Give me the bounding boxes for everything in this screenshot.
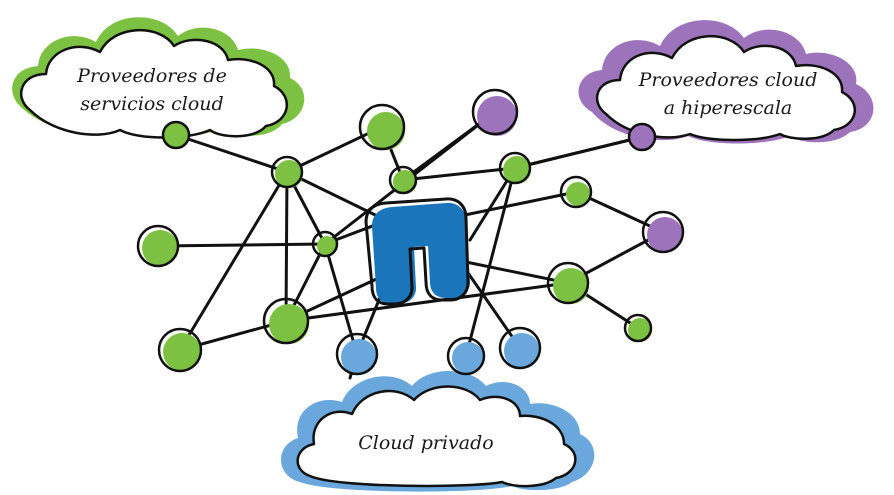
node-green xyxy=(498,151,532,185)
node-green-cloud-connector xyxy=(161,120,191,150)
node-green xyxy=(358,103,406,151)
nextcloud-n-logo-icon xyxy=(364,197,470,306)
network-nodes xyxy=(136,88,685,376)
node-blue xyxy=(498,326,542,370)
cloud-private: Cloud privado xyxy=(280,371,595,492)
node-green xyxy=(270,155,304,189)
node-green xyxy=(136,224,180,268)
node-purple-cloud-connector xyxy=(627,122,657,152)
cloud-private-label: Cloud privado xyxy=(358,432,493,454)
cloud-hyperscale-label-line2: a hiperescala xyxy=(664,97,793,119)
cloud-hyperscale-body xyxy=(595,34,857,142)
node-blue xyxy=(335,332,379,376)
node-blue xyxy=(446,336,486,376)
cloud-private-body xyxy=(296,385,577,488)
node-green xyxy=(262,297,310,345)
node-purple xyxy=(471,88,519,136)
cloud-service-providers: Proveedores de servicios cloud xyxy=(12,17,305,139)
node-green xyxy=(157,327,203,373)
cloud-service-providers-body xyxy=(20,28,289,139)
node-green xyxy=(623,313,653,343)
hub-logo xyxy=(364,197,470,306)
node-purple xyxy=(641,210,685,254)
cloud-hyperscale: Proveedores cloud a hiperescala xyxy=(578,20,874,144)
cloud-hyperscale-label-line1: Proveedores cloud xyxy=(638,69,818,91)
node-green xyxy=(559,175,593,209)
cloud-service-providers-label-line1: Proveedores de xyxy=(76,65,227,87)
node-green xyxy=(311,230,339,258)
node-green xyxy=(546,261,590,305)
node-green xyxy=(388,165,418,195)
cloud-service-providers-label-line2: servicios cloud xyxy=(80,93,223,115)
